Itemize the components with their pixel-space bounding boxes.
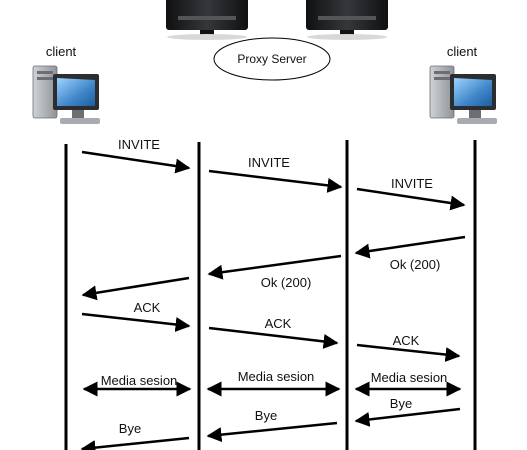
bye-label-1: Bye [390, 396, 412, 411]
invite-label-3: INVITE [391, 176, 433, 191]
proxy-server-label: Proxy Server [237, 52, 306, 66]
invite-arrow-2 [208, 169, 343, 193]
ok-label-2: Ok (200) [261, 275, 312, 290]
proxy-server-a-icon [166, 0, 248, 40]
bye-arrow-1 [354, 407, 461, 427]
ok-label-1: Ok (200) [390, 257, 441, 272]
media-label-3: Media sesion [371, 370, 448, 385]
invite-arrow-1 [81, 150, 191, 174]
right-computer-icon [429, 65, 497, 124]
left-computer-icon [32, 65, 100, 124]
ack-arrow-1 [81, 312, 191, 332]
ack-label-2: ACK [265, 316, 292, 331]
right-client-label: client [447, 44, 478, 59]
ok-arrow-2 [207, 254, 342, 280]
bye-label-2: Bye [255, 408, 277, 423]
proxy-server-b-icon [306, 0, 388, 40]
ack-arrow-2 [208, 326, 339, 349]
media-label-2: Media sesion [238, 369, 315, 384]
bye-arrow-2 [206, 421, 338, 443]
bye-label-3: Bye [119, 421, 141, 436]
ok-arrow-1 [354, 235, 466, 259]
invite-label-1: INVITE [118, 137, 160, 152]
ok-arrow-3 [81, 276, 190, 301]
media-label-1: Media sesion [101, 373, 178, 388]
ack-label-1: ACK [134, 300, 161, 315]
ack-arrow-3 [356, 343, 461, 363]
bye-arrow-3 [80, 436, 190, 450]
invite-arrow-3 [356, 187, 466, 211]
left-client-label: client [46, 44, 77, 59]
invite-label-2: INVITE [248, 155, 290, 170]
ack-label-3: ACK [393, 333, 420, 348]
proxy-server-oval [213, 37, 331, 81]
